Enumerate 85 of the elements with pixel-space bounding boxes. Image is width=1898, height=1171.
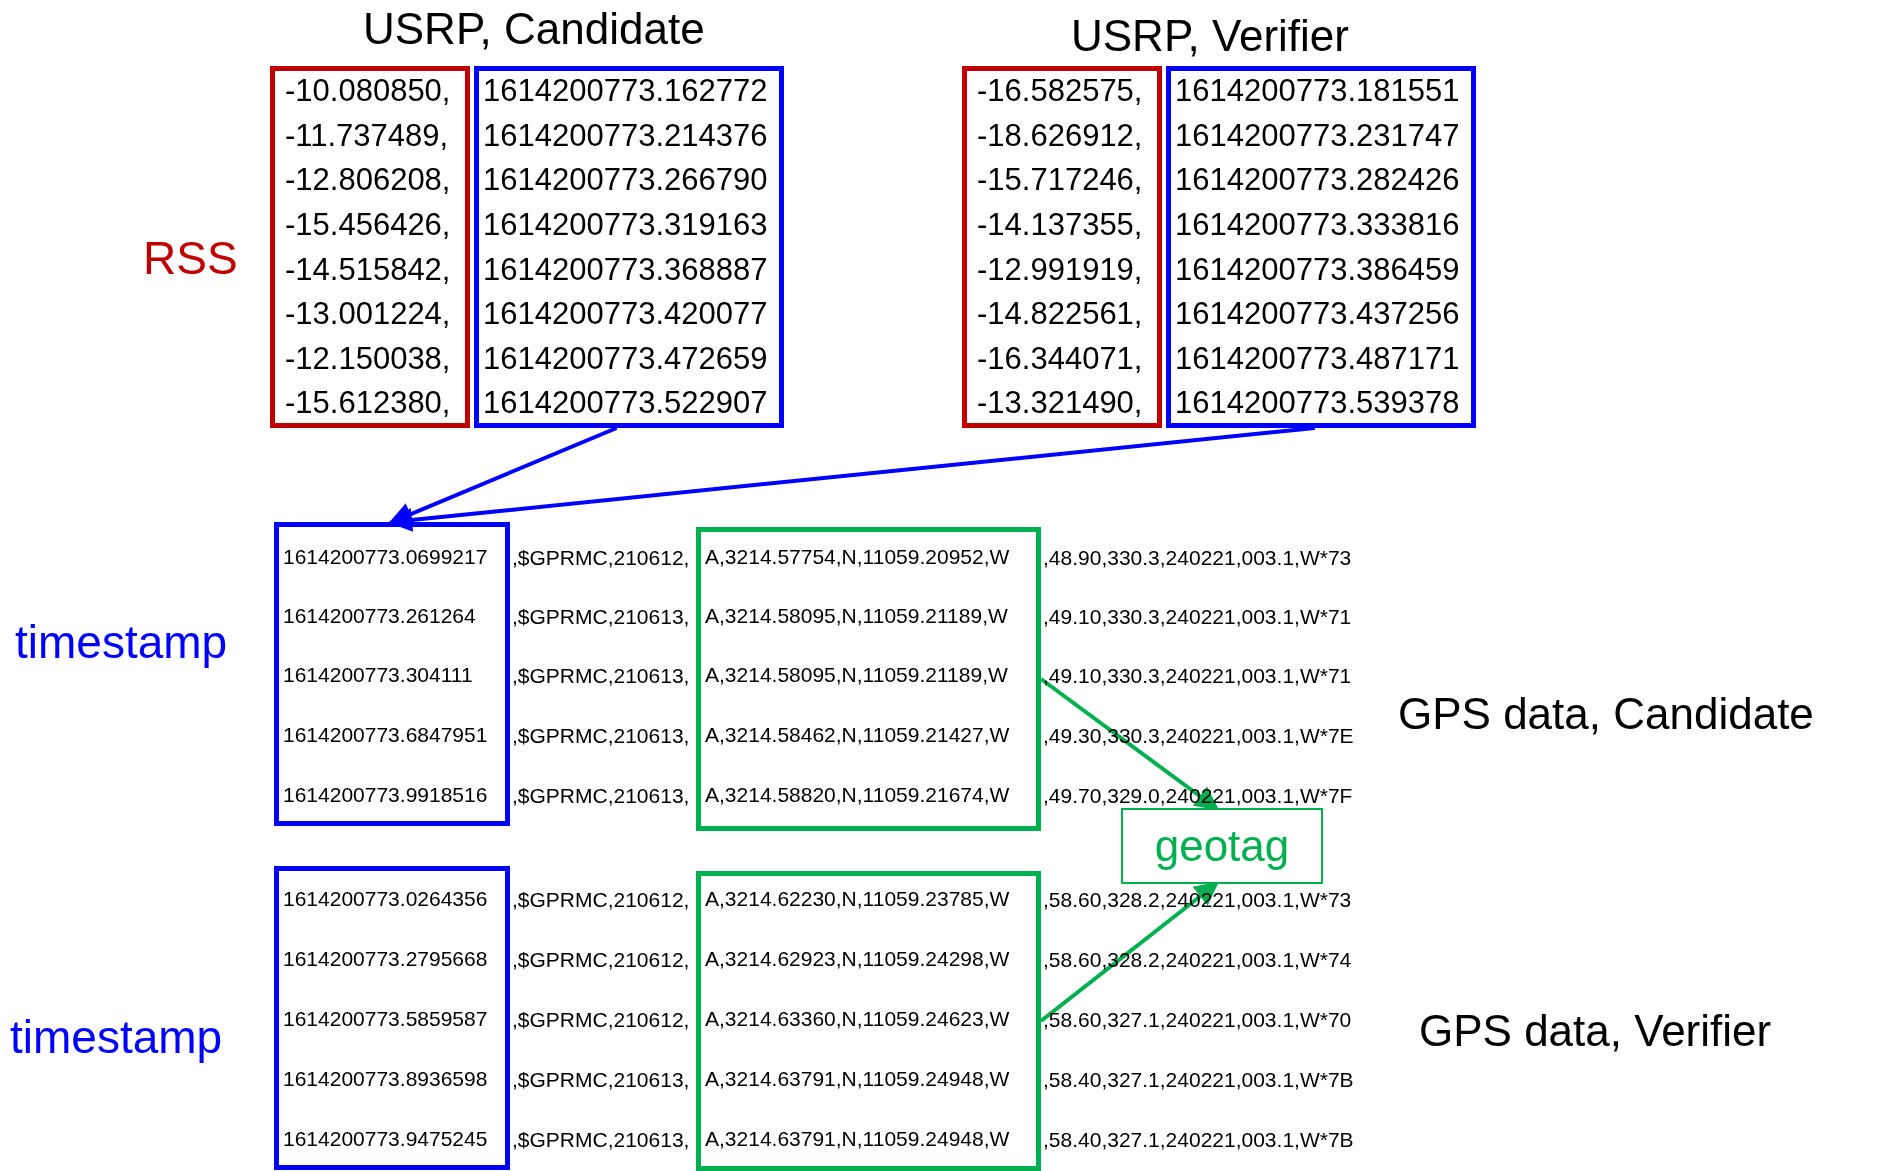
coordinate-text: A,3214.58462,N,11059.21427,W [705, 723, 1010, 748]
gps-field-text: ,$GPRMC,210612, [512, 887, 690, 912]
highlight-frame [1166, 66, 1476, 428]
highlight-frame [962, 66, 1162, 428]
gps-field-text: ,$GPRMC,210613, [512, 1127, 690, 1152]
timestamp-value: 1614200773.333816 [1175, 206, 1460, 243]
gps-field-text: ,58.40,327.1,240221,003.1,W*7B [1043, 1127, 1354, 1152]
rss-value: -11.737489, [285, 117, 449, 154]
timestamp-value: 1614200773.214376 [483, 117, 768, 154]
rss-value: -12.991919, [977, 251, 1143, 288]
rss-value: -12.806208, [285, 162, 451, 198]
rss-value: -18.626912, [977, 117, 1143, 154]
timestamp-value: 1614200773.282426 [1175, 162, 1460, 198]
rss-value: -10.080850, [285, 73, 451, 109]
rss-value: -14.515842, [285, 251, 451, 288]
gps-field-text: ,$GPRMC,210612, [512, 1007, 690, 1032]
gps-field-text: ,48.90,330.3,240221,003.1,W*73 [1043, 545, 1352, 570]
arrow [388, 426, 1315, 532]
gps-field-text: ,$GPRMC,210613, [512, 723, 690, 748]
rss-value: -15.717246, [977, 162, 1143, 198]
timestamp-value: 1614200773.181551 [1175, 73, 1460, 109]
timestamp-value: 1614200773.6847951 [283, 723, 488, 748]
coordinate-text: A,3214.63791,N,11059.24948,W [705, 1067, 1010, 1092]
heading: GPS data, Verifier [1419, 1005, 1772, 1057]
timestamp-value: 1614200773.368887 [483, 251, 768, 288]
coordinate-text: A,3214.58095,N,11059.21189,W [705, 663, 1008, 688]
coordinate-text: A,3214.58820,N,11059.21674,W [705, 783, 1010, 808]
timestamp-value: 1614200773.266790 [483, 162, 768, 198]
timestamp-value: 1614200773.231747 [1175, 117, 1460, 154]
timestamp-value: 1614200773.437256 [1175, 296, 1460, 332]
timestamp-value: 1614200773.539378 [1175, 385, 1460, 421]
timestamp-value: 1614200773.0699217 [283, 545, 488, 570]
coordinate-text: A,3214.63791,N,11059.24948,W [705, 1127, 1010, 1152]
coordinate-text: A,3214.63360,N,11059.24623,W [705, 1007, 1010, 1032]
coordinate-text: A,3214.62230,N,11059.23785,W [705, 887, 1010, 912]
highlight-frame [274, 866, 510, 1170]
coordinate-text: A,3214.62923,N,11059.24298,W [705, 947, 1010, 972]
rss-value: -15.456426, [285, 206, 451, 243]
heading: GPS data, Candidate [1398, 688, 1814, 740]
highlight-frame [270, 66, 470, 428]
coordinate-text: A,3214.58095,N,11059.21189,W [705, 604, 1008, 629]
gps-field-text: ,58.60,327.1,240221,003.1,W*70 [1043, 1007, 1352, 1032]
gps-field-text: ,49.10,330.3,240221,003.1,W*71 [1043, 663, 1352, 688]
timestamp-value: 1614200773.386459 [1175, 251, 1460, 288]
timestamp-value: 1614200773.2795668 [283, 947, 488, 972]
rss-value: -14.137355, [977, 206, 1143, 243]
rss-value: -15.612380, [285, 385, 451, 421]
timestamp-value: 1614200773.420077 [483, 296, 768, 332]
timestamp-value: 1614200773.261264 [283, 604, 476, 629]
timestamp-value: 1614200773.319163 [483, 206, 768, 243]
axis-label: timestamp [15, 615, 228, 669]
rss-value: -16.582575, [977, 73, 1143, 109]
axis-label: RSS [143, 231, 238, 285]
highlight-frame [274, 522, 510, 826]
timestamp-value: 1614200773.522907 [483, 385, 768, 421]
heading: USRP, Verifier [1071, 10, 1349, 62]
rss-value: -13.321490, [977, 385, 1143, 421]
rss-value: -14.822561, [977, 296, 1143, 332]
rss-value: -13.001224, [285, 296, 451, 332]
gps-field-text: ,49.10,330.3,240221,003.1,W*71 [1043, 604, 1352, 629]
timestamp-value: 1614200773.472659 [483, 340, 768, 377]
timestamp-value: 1614200773.304111 [283, 663, 473, 688]
gps-field-text: ,$GPRMC,210613, [512, 1067, 690, 1092]
timestamp-value: 1614200773.9475245 [283, 1127, 488, 1152]
rss-value: -12.150038, [285, 340, 451, 377]
gps-field-text: ,$GPRMC,210613, [512, 783, 690, 808]
timestamp-value: 1614200773.9918516 [283, 783, 488, 808]
gps-field-text: ,$GPRMC,210613, [512, 604, 690, 629]
coordinate-text: A,3214.57754,N,11059.20952,W [705, 545, 1010, 570]
rss-value: -16.344071, [977, 340, 1143, 377]
timestamp-value: 1614200773.162772 [483, 73, 768, 109]
highlight-frame [696, 871, 1041, 1171]
gps-field-text: ,$GPRMC,210612, [512, 545, 690, 570]
annotation-box: geotag [1121, 808, 1323, 884]
timestamp-value: 1614200773.8936598 [283, 1067, 488, 1092]
timestamp-value: 1614200773.487171 [1175, 340, 1460, 377]
gps-field-text: ,$GPRMC,210613, [512, 663, 690, 688]
highlight-frame [696, 527, 1041, 831]
highlight-frame [474, 66, 784, 428]
axis-label: timestamp [10, 1010, 223, 1064]
gps-field-text: ,58.40,327.1,240221,003.1,W*7B [1043, 1067, 1354, 1092]
heading: USRP, Candidate [363, 3, 705, 55]
gps-field-text: ,$GPRMC,210612, [512, 947, 690, 972]
timestamp-value: 1614200773.0264356 [283, 887, 488, 912]
timestamp-value: 1614200773.5859587 [283, 1007, 488, 1032]
